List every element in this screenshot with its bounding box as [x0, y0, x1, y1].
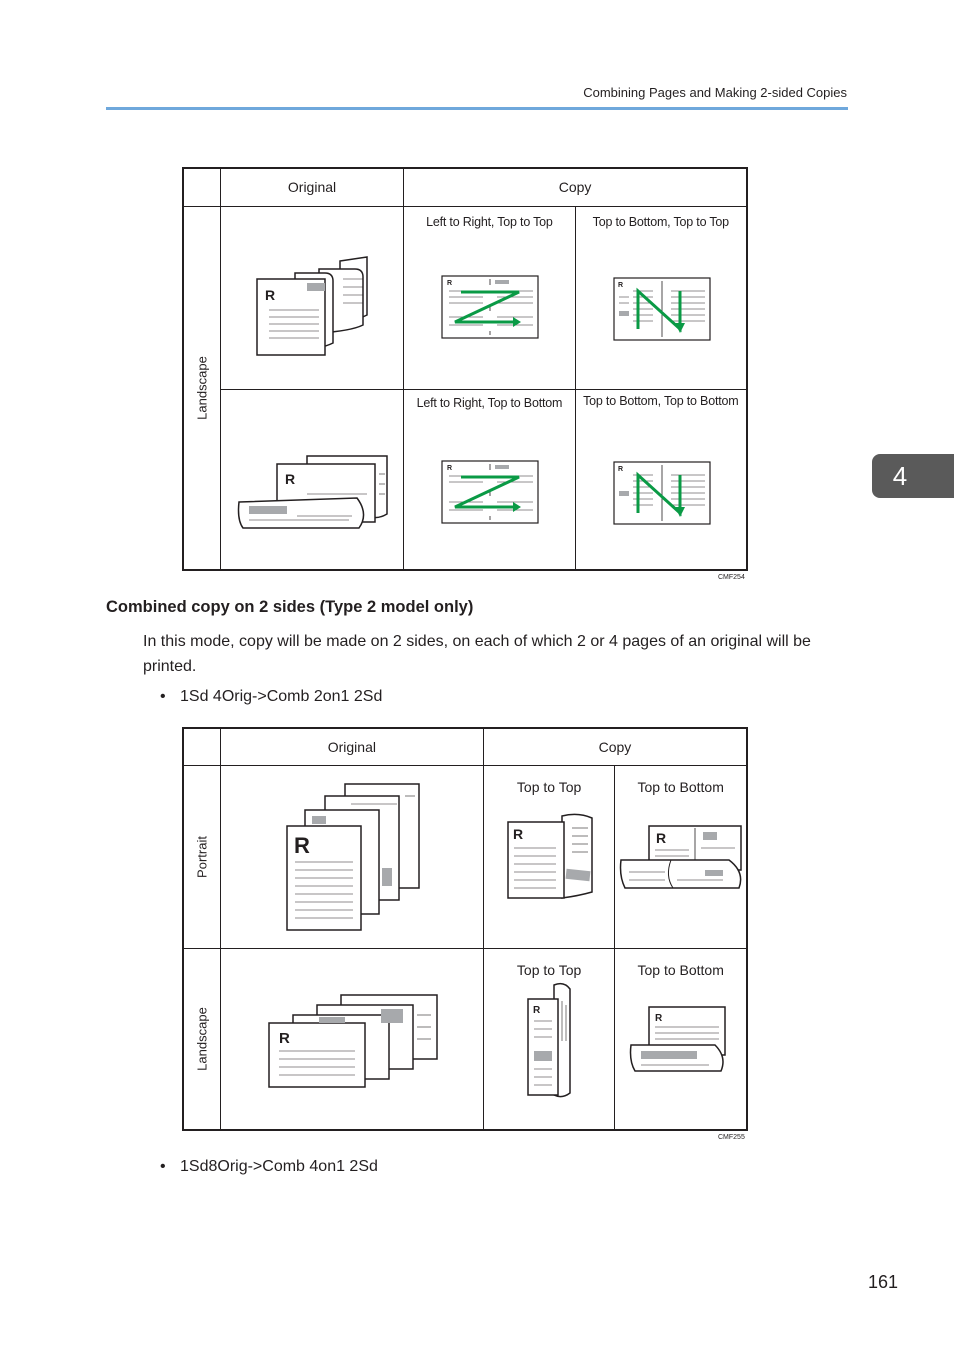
portrait-tt-illustration: R	[507, 813, 593, 899]
copy-cell-tb-tt: Top to Bottom, Top to Top R	[574, 205, 748, 390]
header-copy-2: Copy	[482, 727, 748, 766]
svg-text:R: R	[294, 833, 310, 858]
chapter-tab[interactable]: 4	[872, 454, 954, 498]
copy-portrait-tb-cell: Top to Bottom R	[614, 764, 748, 949]
bullet-item-2: • 1Sd8Orig->Comb 4on1 2Sd	[160, 1158, 378, 1176]
svg-text:R: R	[447, 280, 452, 287]
copy-cell-tb-tb: Top to Bottom, Top to Bottom R	[574, 388, 748, 571]
portrait-stack-illustration: R	[286, 782, 420, 931]
copy-portrait-tt-cell: Top to Top R	[482, 764, 616, 949]
original-portrait-cell: R	[219, 764, 484, 949]
svg-text:R: R	[285, 471, 295, 487]
row-label-portrait: Portrait	[182, 764, 221, 949]
figure-code-1: CMF254	[718, 574, 745, 581]
running-header: Combining Pages and Making 2-sided Copie…	[583, 85, 847, 100]
svg-text:R: R	[447, 465, 452, 472]
svg-text:R: R	[655, 1013, 663, 1024]
copy-landscape-tt-cell: Top to Top R	[482, 947, 616, 1131]
label-lr-tb: Left to Right, Top to Bottom	[416, 395, 563, 410]
figure-combine-landscape: Original Copy Landscape R	[182, 167, 748, 571]
landscape-stack-illustration: R	[268, 993, 438, 1088]
svg-text:R: R	[618, 466, 623, 473]
n-pattern-diagram-2: R	[612, 460, 711, 525]
z-pattern-diagram-2: R	[441, 459, 539, 524]
bullet-text-1: 1Sd 4Orig->Comb 2on1 2Sd	[180, 688, 383, 705]
flip-original-illustration: R	[237, 454, 388, 529]
bullet-symbol-2: •	[160, 1158, 166, 1175]
label-tb-tt: Top to Bottom, Top to Top	[592, 214, 729, 229]
svg-text:R: R	[533, 1005, 541, 1016]
portrait-tb-illustration: R	[620, 824, 743, 889]
page-number: 161	[868, 1272, 899, 1292]
label-portrait-top-to-top: Top to Top	[516, 778, 582, 795]
svg-text:R: R	[279, 1030, 290, 1047]
original-cell-1: R	[219, 205, 405, 390]
corner-cell	[182, 167, 221, 207]
corner-cell-2	[182, 727, 221, 766]
original-landscape-cell: R	[219, 947, 484, 1131]
section-paragraph: In this mode, copy will be made on 2 sid…	[143, 633, 811, 675]
label-lr-tt: Left to Right, Top to Top	[426, 214, 553, 229]
label-landscape-top-to-top: Top to Top	[516, 961, 582, 978]
bullet-symbol: •	[160, 688, 166, 705]
row-label-landscape-2: Landscape	[182, 947, 221, 1131]
landscape-tt-illustration: R	[527, 982, 571, 1097]
z-pattern-diagram: R	[441, 274, 539, 339]
header-copy: Copy	[403, 167, 748, 207]
svg-text:R: R	[656, 830, 666, 846]
label-landscape-top-to-bottom: Top to Bottom	[637, 961, 724, 978]
chapter-number: 4	[892, 460, 908, 491]
svg-text:R: R	[265, 287, 275, 303]
header-original-2: Original	[219, 727, 484, 766]
bullet-text-2: 1Sd8Orig->Comb 4on1 2Sd	[180, 1158, 378, 1175]
label-tb-tb: Top to Bottom, Top to Bottom	[583, 393, 739, 408]
bullet-item-1: • 1Sd 4Orig->Comb 2on1 2Sd	[160, 688, 382, 706]
svg-text:R: R	[618, 282, 623, 289]
landscape-tb-illustration: R	[630, 1005, 727, 1072]
portrait-label: Portrait	[194, 835, 210, 878]
landscape-label-2: Landscape	[194, 1006, 210, 1071]
booklet-original-illustration: R	[256, 255, 368, 356]
n-pattern-diagram: R	[612, 276, 711, 341]
row-label-landscape: Landscape	[182, 205, 221, 571]
svg-text:R: R	[513, 826, 523, 842]
original-cell-2: R	[219, 388, 405, 571]
label-portrait-top-to-bottom: Top to Bottom	[637, 778, 724, 795]
header-original: Original	[219, 167, 405, 207]
figure-combine-2sided: Original Copy Portrait R	[182, 727, 748, 1131]
copy-cell-lr-tt: Left to Right, Top to Top R	[403, 205, 576, 390]
copy-cell-lr-tb: Left to Right, Top to Bottom R	[403, 388, 576, 571]
copy-landscape-tb-cell: Top to Bottom R	[614, 947, 748, 1131]
header-rule	[106, 107, 848, 110]
landscape-label: Landscape	[194, 355, 210, 420]
section-title: Combined copy on 2 sides (Type 2 model o…	[106, 598, 474, 616]
figure-code-2: CMF255	[718, 1134, 745, 1141]
